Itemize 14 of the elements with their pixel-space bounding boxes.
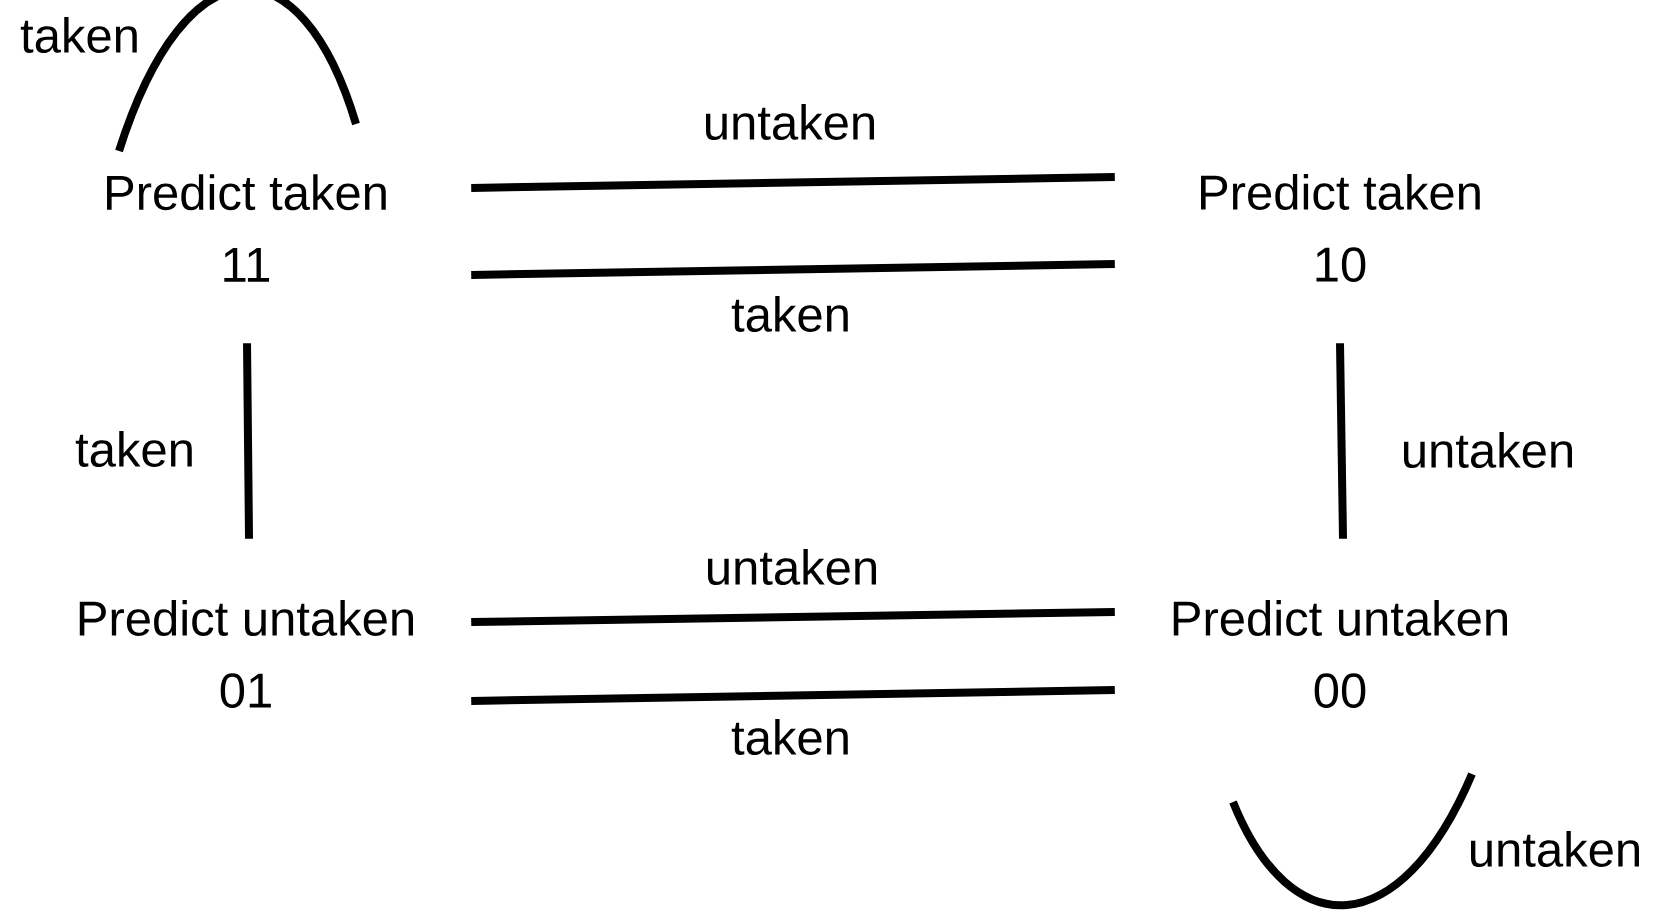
connector-line — [115, 0, 360, 153]
edge-label: taken — [730, 295, 852, 333]
state-text: Predict untaken 01 — [79, 600, 413, 708]
connector-line — [1229, 772, 1476, 909]
edge-label: taken — [74, 430, 196, 468]
edge-label: untaken — [1399, 431, 1577, 469]
edge-label: untaken — [703, 548, 881, 586]
state-text: Predict taken 10 — [1201, 174, 1480, 282]
edge-label: untaken — [1466, 830, 1644, 868]
state-text: Predict untaken 00 — [1173, 600, 1507, 708]
edge-label: untaken — [701, 103, 879, 141]
edge-label: taken — [730, 718, 852, 756]
state-text: Predict taken 11 — [107, 174, 386, 282]
edge-label: taken — [19, 16, 141, 54]
